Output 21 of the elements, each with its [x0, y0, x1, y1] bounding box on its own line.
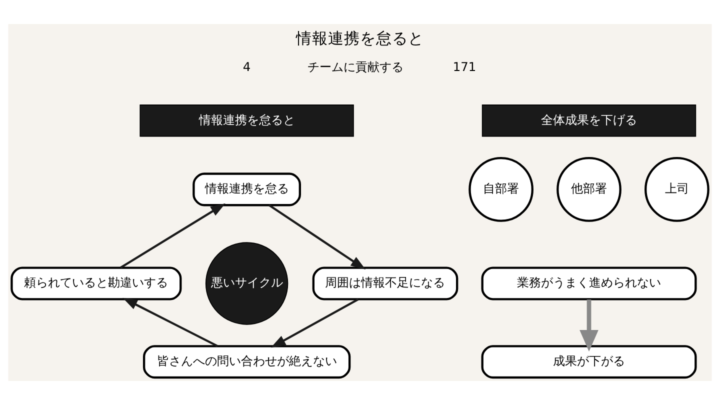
node-box: 成果が下がる — [481, 345, 697, 379]
label: 4 — [242, 60, 251, 74]
label: チームに貢献する — [308, 60, 404, 74]
node-box: 周囲は情報不足になる — [312, 266, 458, 300]
arrow — [120, 203, 226, 269]
node-box: 全体成果を下げる — [482, 104, 696, 137]
node-circle: 上司 — [644, 157, 710, 222]
arrow — [580, 300, 598, 352]
node-box: 業務がうまく進められない — [481, 266, 697, 300]
node-circle: 他部署 — [556, 157, 622, 222]
arrow — [270, 298, 359, 348]
node-box: 情報連携を怠る — [192, 172, 301, 206]
arrow — [268, 204, 366, 270]
node-circle: 自部署 — [468, 157, 534, 222]
node-box: 皆さんへの問い合わせが絶えない — [142, 345, 351, 379]
diagram-title: 情報連携を怠ると — [296, 28, 424, 48]
node-box: 頼られていると勘違いする — [10, 266, 182, 300]
arrow — [122, 298, 218, 348]
node-circle: 悪いサイクル — [205, 242, 288, 325]
label: 171 — [452, 60, 476, 74]
node-box: 情報連携を怠ると — [140, 104, 354, 137]
